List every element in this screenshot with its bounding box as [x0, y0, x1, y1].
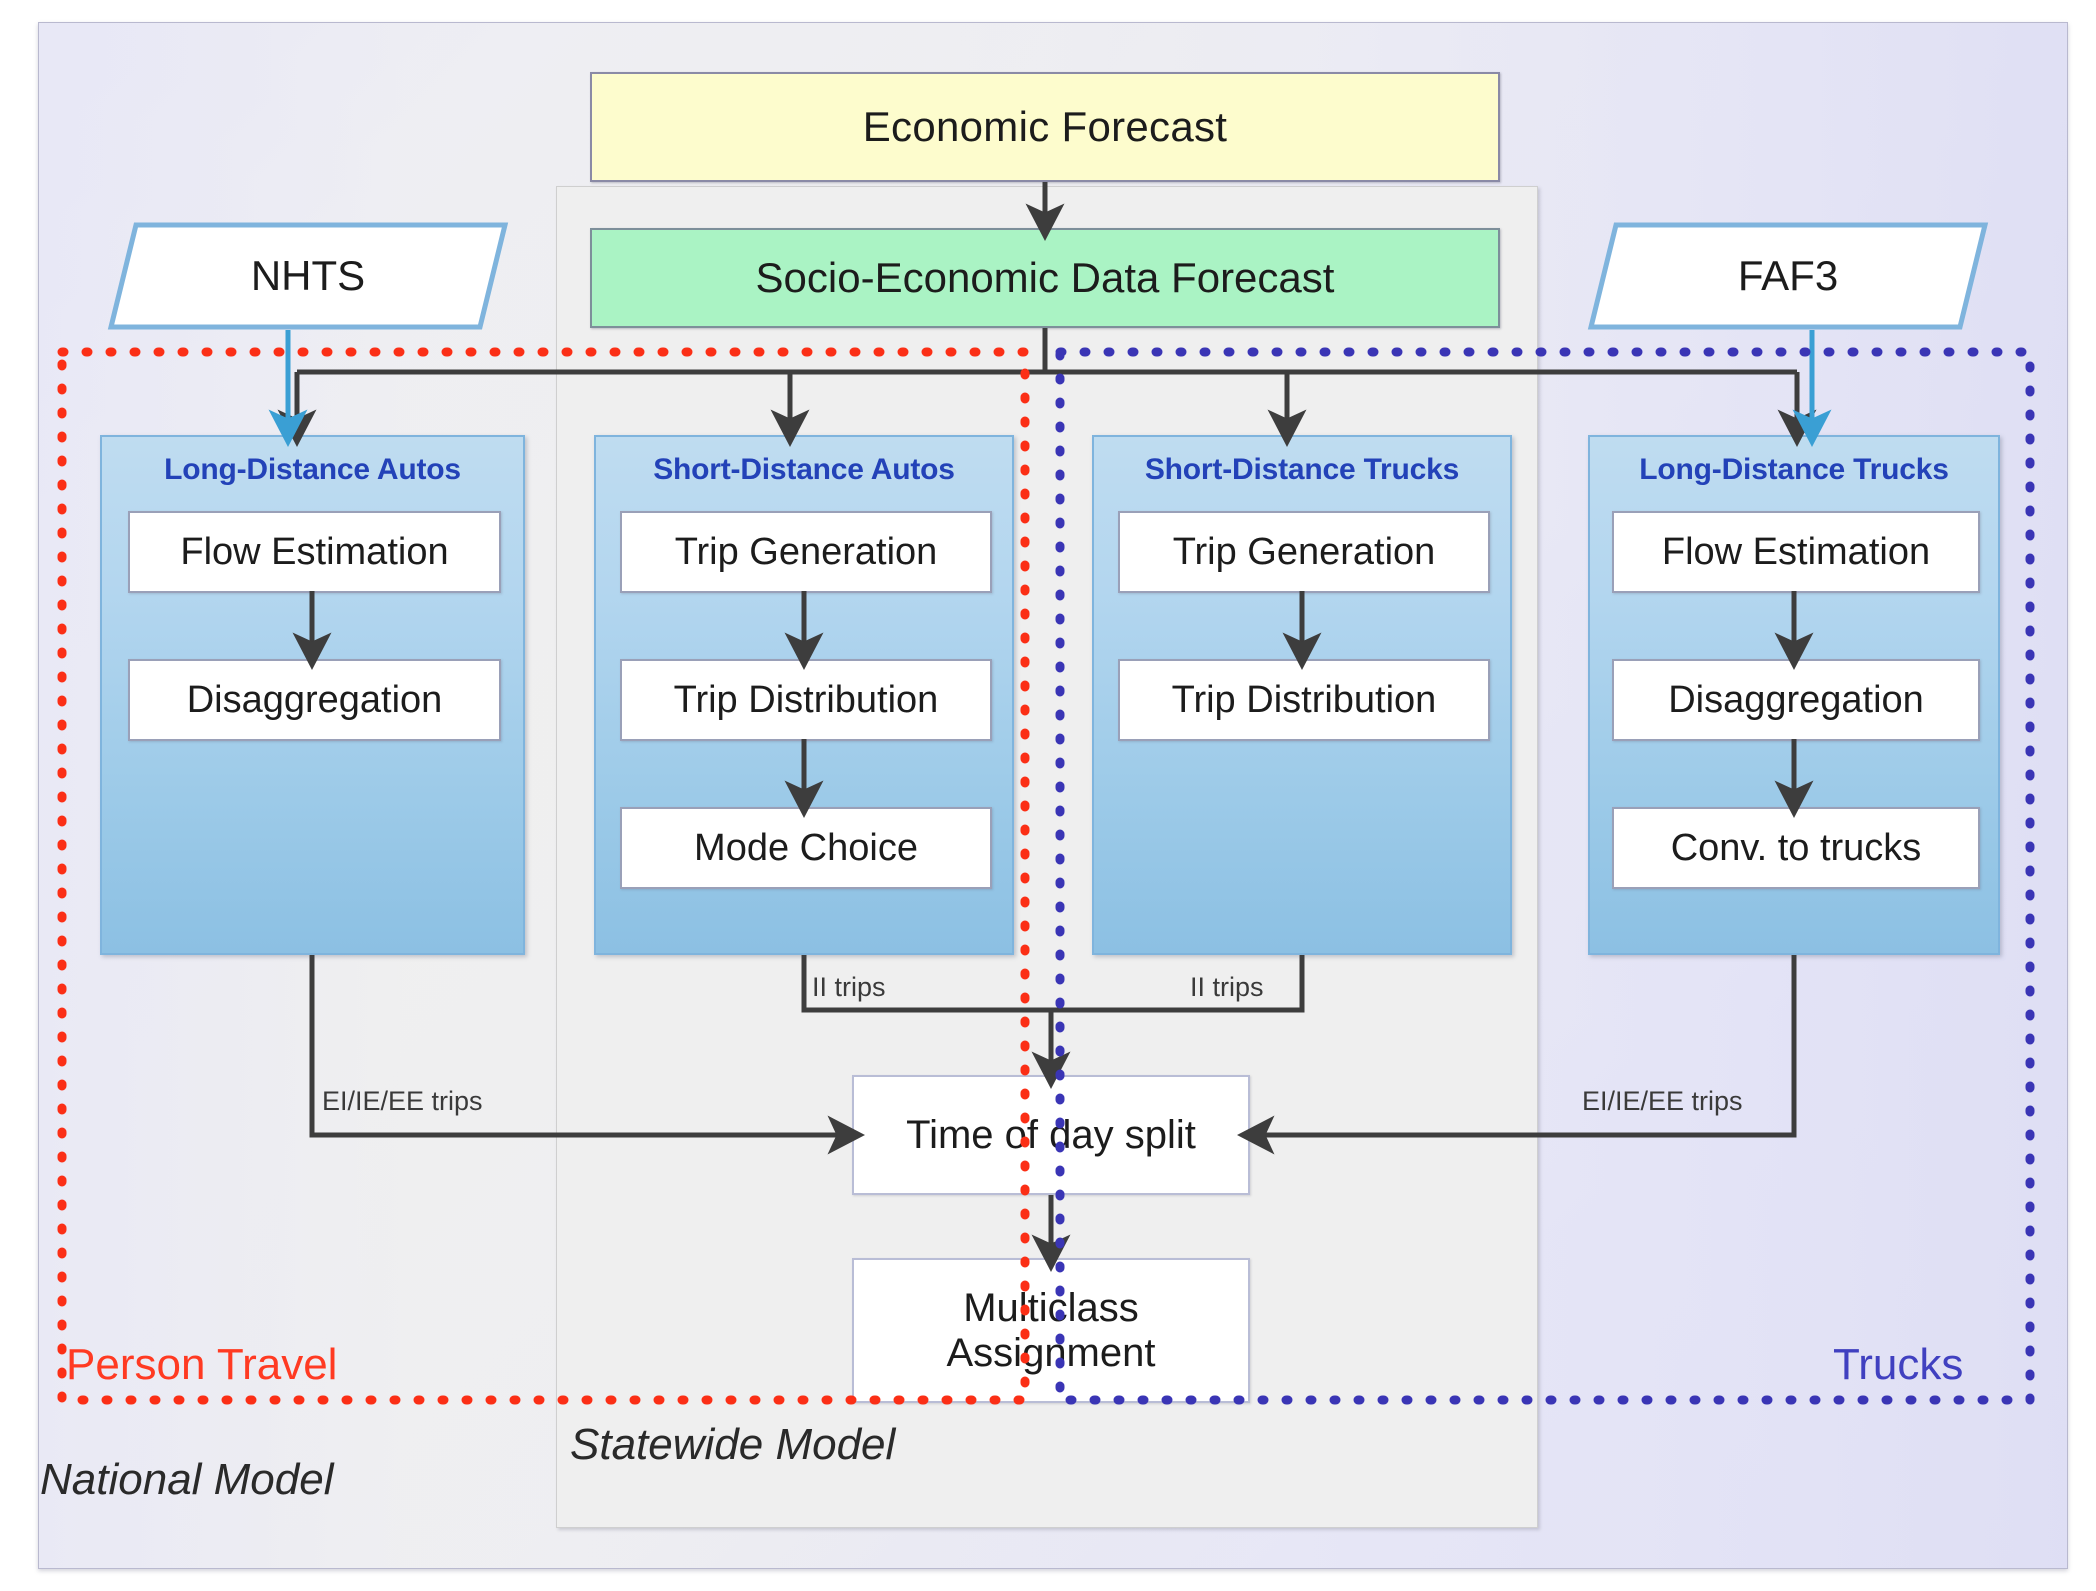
- edge-label-ei-ie-ee-left: EI/IE/EE trips: [322, 1086, 483, 1116]
- economic-forecast-box: Economic Forecast: [590, 72, 1500, 182]
- step-trip-generation: Trip Generation: [620, 511, 992, 593]
- legend-statewide-model: Statewide Model: [570, 1420, 896, 1469]
- column-title-short-distance-trucks: Short-Distance Trucks: [1144, 453, 1460, 486]
- socio-economic-data-forecast-box: Socio-Economic Data Forecast: [590, 228, 1500, 328]
- step-trip-distribution: Trip Distribution: [1118, 659, 1490, 741]
- nhts-source: NHTS: [107, 222, 509, 330]
- step-trip-distribution: Trip Distribution: [620, 659, 992, 741]
- faf3-label: FAF3: [1737, 252, 1839, 299]
- column-short-distance-trucks: Short-Distance Trucks Trip Generation Tr…: [1092, 435, 1512, 955]
- multiclass-assignment-box: Multiclass Assignment: [852, 1258, 1250, 1403]
- legend-person-travel: Person Travel: [66, 1340, 338, 1389]
- edge-label-ii-trips-right: II trips: [1190, 972, 1264, 1002]
- column-title-long-distance-autos: Long-Distance Autos: [164, 453, 461, 486]
- step-mode-choice: Mode Choice: [620, 807, 992, 889]
- step-flow-estimation: Flow Estimation: [128, 511, 501, 593]
- legend-national-model: National Model: [40, 1455, 334, 1504]
- step-trip-generation: Trip Generation: [1118, 511, 1490, 593]
- column-short-distance-autos: Short-Distance Autos Trip Generation Tri…: [594, 435, 1014, 955]
- edge-label-ii-trips-left: II trips: [812, 972, 886, 1002]
- step-flow-estimation: Flow Estimation: [1612, 511, 1980, 593]
- faf3-source: FAF3: [1587, 222, 1989, 330]
- column-title-long-distance-trucks: Long-Distance Trucks: [1639, 453, 1949, 486]
- column-long-distance-trucks: Long-Distance Trucks Flow Estimation Dis…: [1588, 435, 2000, 955]
- edge-label-ei-ie-ee-right: EI/IE/EE trips: [1582, 1086, 1743, 1116]
- legend-trucks: Trucks: [1833, 1340, 1964, 1389]
- step-disaggregation: Disaggregation: [1612, 659, 1980, 741]
- nhts-label: NHTS: [250, 252, 366, 299]
- time-of-day-split-box: Time of day split: [852, 1075, 1250, 1195]
- column-title-short-distance-autos: Short-Distance Autos: [653, 453, 955, 486]
- column-long-distance-autos: Long-Distance Autos Flow Estimation Disa…: [100, 435, 525, 955]
- parallelogram-shape: [1587, 222, 1989, 330]
- step-conv-to-trucks: Conv. to trucks: [1612, 807, 1980, 889]
- multiclass-line-2: Assignment: [946, 1330, 1156, 1375]
- parallelogram-shape: [107, 222, 509, 330]
- multiclass-line-1: Multiclass: [963, 1285, 1139, 1330]
- step-disaggregation: Disaggregation: [128, 659, 501, 741]
